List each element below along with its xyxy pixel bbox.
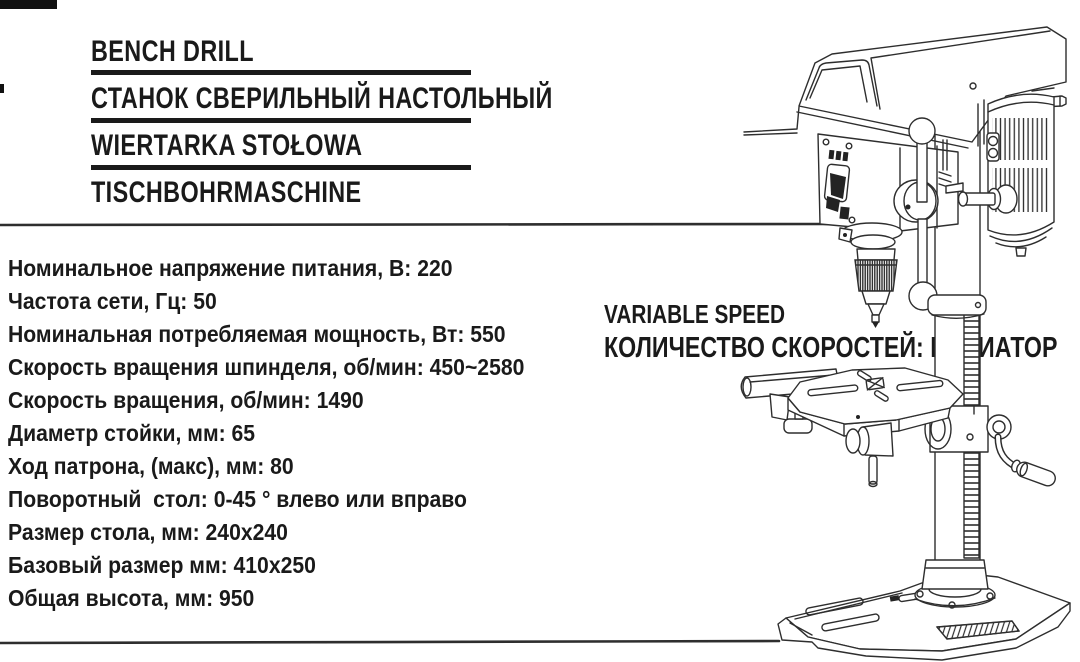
depth-stop bbox=[939, 140, 963, 193]
table-crank bbox=[925, 406, 1057, 488]
chuck bbox=[839, 223, 902, 328]
spec-line: Ход патрона, (макс), мм: 80 bbox=[8, 453, 294, 479]
table bbox=[741, 368, 963, 487]
feed-spoke-upper bbox=[917, 138, 927, 202]
tilt-lock-pin bbox=[869, 456, 877, 484]
title-de: TISCHBOHRMASCHINE bbox=[91, 178, 438, 208]
spec-line: Поворотный стол: 0-45 ° влево или вправо bbox=[8, 486, 467, 512]
title-underline-2 bbox=[91, 118, 471, 123]
feed-handle bbox=[894, 118, 938, 310]
feed-hub bbox=[894, 180, 938, 222]
spec-line: Скорость вращения шпинделя, об/мин: 450~… bbox=[8, 354, 525, 380]
title-ru-text: СТАНОК СВЕРИЛЬНЫЙ НАСТОЛЬНЫЙ bbox=[91, 82, 553, 115]
title-ru: СТАНОК СВЕРИЛЬНЫЙ НАСТОЛЬНЫЙ bbox=[91, 84, 683, 114]
feature-callout: VARIABLE SPEED КОЛИЧЕСТВО СКОРОСТЕЙ: ВАР… bbox=[604, 301, 1080, 363]
base bbox=[778, 572, 1070, 660]
spec-line: Размер стола, мм: 240x240 bbox=[8, 519, 288, 545]
motor-bolt bbox=[989, 149, 998, 158]
crank-grip bbox=[1015, 460, 1058, 488]
title-underline-3 bbox=[91, 165, 471, 170]
scan-artifact-tick bbox=[0, 84, 4, 93]
title-pl-text: WIERTARKA STOŁOWA bbox=[91, 129, 363, 162]
table-tilt-lock bbox=[846, 423, 893, 487]
column-base-collar bbox=[915, 560, 995, 608]
title-en-text: BENCH DRILL bbox=[91, 35, 254, 68]
spec-line: Скорость вращения, об/мин: 1490 bbox=[8, 387, 364, 413]
table-clamp-knob bbox=[784, 419, 812, 433]
spec-line: Базовый размер мм: 410x250 bbox=[8, 552, 316, 578]
feature-line-en: VARIABLE SPEED bbox=[604, 299, 786, 329]
table-slot bbox=[897, 380, 943, 391]
spec-line: Диаметр стойки, мм: 65 bbox=[8, 420, 256, 446]
title-de-text: TISCHBOHRMASCHINE bbox=[91, 176, 362, 209]
base-slot bbox=[821, 613, 879, 631]
spec-line: Общая высота, мм: 950 bbox=[8, 585, 255, 611]
spec-line: Номинальное напряжение питания, В: 220 bbox=[8, 255, 453, 281]
feature-line-ru: КОЛИЧЕСТВО СКОРОСТЕЙ: ВАРИАТОР bbox=[604, 332, 1058, 364]
feed-spoke-lower bbox=[918, 219, 927, 285]
table-lock-collar bbox=[928, 295, 986, 318]
feed-ball-upper bbox=[909, 118, 935, 144]
table-slot bbox=[808, 385, 858, 396]
spec-line: Частота сети, Гц: 50 bbox=[8, 288, 217, 314]
title-en: BENCH DRILL bbox=[91, 37, 300, 67]
motor-bolt bbox=[989, 137, 998, 146]
power-switch bbox=[824, 149, 850, 220]
motor-shaft-pulley bbox=[959, 185, 1018, 213]
motor bbox=[959, 94, 1055, 256]
base-slot bbox=[805, 597, 863, 615]
spec-line: Номинальная потребляемая мощность, Вт: 5… bbox=[8, 321, 506, 347]
drill-head-body bbox=[818, 134, 958, 231]
title-underline-1 bbox=[91, 70, 471, 75]
divider-lines bbox=[0, 224, 831, 643]
title-pl: WIERTARKA STOŁOWA bbox=[91, 131, 439, 161]
scan-artifact-bar bbox=[0, 0, 57, 9]
drill-bit bbox=[872, 315, 879, 322]
motor-vents bbox=[992, 118, 1050, 160]
